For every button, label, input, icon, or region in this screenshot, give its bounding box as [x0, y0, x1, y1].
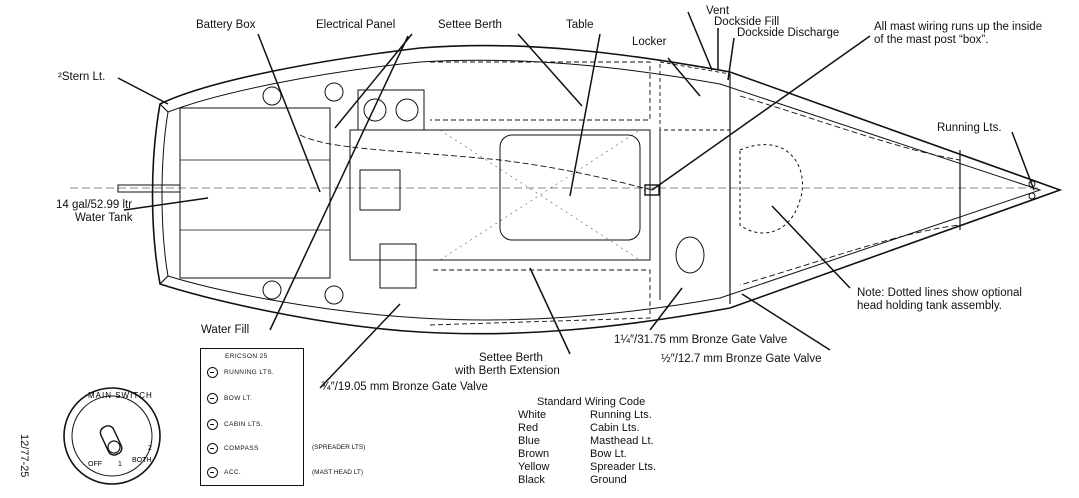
label-water-tank-1: 14 gal/52.99 ltr [56, 199, 133, 211]
electrical-panel-diagram: ERICSON 25 RUNNING LTS. BOW LT. CABIN LT… [200, 348, 304, 486]
switch-icon [207, 443, 218, 454]
label-running-lights: Running Lts. [937, 122, 1002, 134]
label-dockside-discharge: Dockside Discharge [737, 27, 840, 39]
bow-fitting [1028, 180, 1036, 188]
inner-hull-line [161, 59, 1042, 321]
panel-masthead-note: (MAST HEAD LT) [312, 469, 364, 476]
leader-valve-1-25 [649, 287, 683, 331]
leader-stern-light [117, 77, 169, 105]
label-electrical-panel: Electrical Panel [316, 19, 396, 31]
label-battery-box: Battery Box [196, 19, 256, 31]
label-dockside-fill: Dockside Fill [714, 16, 780, 28]
settee-berth-bottom [429, 269, 651, 326]
leader-dockside-discharge [727, 37, 735, 81]
label-stern-light: ²Stern Lt. [58, 71, 106, 83]
wiring-code-title: Standard Wiring Code [537, 396, 646, 408]
switch-icon [207, 419, 218, 430]
transom [159, 103, 169, 285]
main-switch-pos-off: OFF [88, 461, 102, 468]
table [499, 134, 641, 241]
head-toilet [675, 236, 705, 274]
holding-tank [739, 144, 803, 234]
winch-bottom-left [262, 280, 282, 300]
panel-row-bow: BOW LT. [207, 393, 252, 404]
label-mast-wiring-1: All mast wiring runs up the inside [874, 21, 1043, 33]
label-settee-berth-bottom-2: with Berth Extension [455, 365, 560, 377]
label-note-2: head holding tank assembly. [857, 300, 1002, 312]
label-valve-1-25: 1¼″/31.75 mm Bronze Gate Valve [614, 334, 788, 346]
tiller [117, 184, 181, 193]
main-switch-pos-both: BOTH [132, 457, 151, 464]
stove [357, 89, 425, 131]
panel-header: ERICSON 25 [225, 353, 268, 360]
winch-top-left [262, 86, 282, 106]
leader-valve-0-5 [741, 293, 831, 351]
leader-running-lights [1011, 131, 1035, 191]
label-mast-wiring-2: of the mast post “box”. [874, 34, 989, 46]
label-settee-berth-top: Settee Berth [438, 19, 502, 31]
cockpit [179, 107, 331, 279]
main-switch [63, 387, 161, 485]
panel-row-compass: COMPASS [207, 443, 259, 454]
label-valve-0-75: ¾″/19.05 mm Bronze Gate Valve [321, 381, 488, 393]
label-vent: Vent [706, 5, 730, 17]
switch-icon [207, 367, 218, 378]
label-settee-berth-bottom-1: Settee Berth [479, 352, 543, 364]
v-berth [739, 95, 961, 286]
panel-row-cabin: CABIN LTS. [207, 419, 263, 430]
main-switch-title: MAIN SWITCH [88, 391, 153, 400]
leader-table [569, 33, 601, 197]
leader-locker [667, 57, 701, 97]
panel-spreader-note: (SPREADER LTS) [312, 444, 366, 451]
panel-row-acc: ACC. [207, 467, 241, 478]
switch-icon [207, 467, 218, 478]
leader-settee-berth-bottom [529, 267, 571, 355]
wiring-run [299, 134, 653, 191]
settee-berth-top [430, 61, 651, 121]
leader-water-fill [269, 35, 409, 331]
winch-bottom-right [324, 285, 344, 305]
label-note-1: Note: Dotted lines show optional [857, 287, 1022, 299]
leader-note [771, 205, 851, 289]
label-water-fill: Water Fill [201, 324, 250, 336]
leader-vent [687, 11, 713, 71]
label-valve-0-5: ½″/12.7 mm Bronze Gate Valve [661, 353, 822, 365]
leader-mast-wiring [651, 35, 871, 191]
switch-icon [207, 393, 218, 404]
leader-electrical-panel [334, 33, 413, 129]
leader-settee-berth-top [517, 33, 583, 107]
label-table: Table [566, 19, 594, 31]
main-switch-pos-2: 2 [148, 445, 152, 452]
drawing-code: 12/77-25 [18, 434, 30, 478]
locker [659, 61, 731, 131]
cabin-outline [349, 129, 651, 261]
mast-post-box [644, 184, 660, 196]
galley-sink [379, 243, 417, 289]
winch-top-right [324, 82, 344, 102]
leader-valve-0-75 [319, 303, 401, 389]
label-water-tank-2: Water Tank [75, 212, 133, 224]
label-locker: Locker [632, 36, 667, 48]
leader-water-tank [123, 197, 209, 211]
main-switch-pos-1: 1 [118, 461, 122, 468]
leader-battery-box [257, 33, 321, 193]
panel-row-running: RUNNING LTS. [207, 367, 274, 378]
